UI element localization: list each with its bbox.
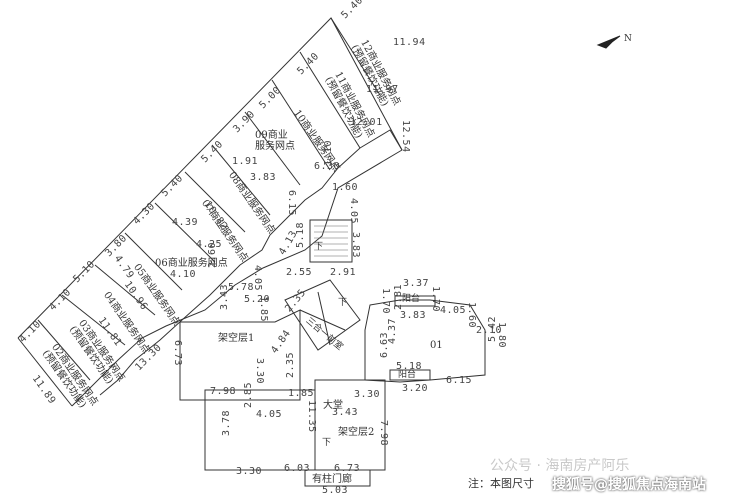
- dim-110: 1.10: [323, 139, 334, 166]
- dim-185-a: 1.85: [258, 296, 269, 323]
- room-pilotis-2: 架空层2: [338, 427, 375, 438]
- dim-170-b: 1.70: [430, 286, 441, 313]
- outer-wall-top: [17, 17, 403, 407]
- dim-1201: 12.01: [350, 117, 383, 128]
- dim-603: 6.03: [284, 463, 311, 474]
- dim-291: 2.91: [330, 267, 357, 278]
- dim-160-b: 1.60: [466, 302, 477, 329]
- stair-down-2: 下: [338, 298, 348, 308]
- dim-383-c: 3.83: [400, 310, 427, 321]
- dim-405-d: 4.05: [256, 409, 283, 420]
- dim-425: 4.25: [196, 239, 223, 250]
- dim-520: 5.20: [244, 294, 271, 305]
- dim-383-b: 3.83: [350, 232, 361, 259]
- watermark-wechat: 公众号 · 海南房产阿乐: [490, 458, 630, 474]
- unit-label-09: 09商业服务网点: [255, 130, 295, 152]
- dim-630: 6.30: [314, 161, 341, 172]
- dim-405-c: 4.05: [440, 305, 467, 316]
- dim-210: 2.10: [476, 325, 503, 336]
- dim-255: 2.55: [286, 267, 313, 278]
- dim-337: 3.37: [403, 278, 430, 289]
- unit-label-06: 06商业服务网点: [155, 258, 228, 269]
- dim-160: 1.60: [332, 182, 359, 193]
- dim-439: 4.39: [172, 217, 199, 228]
- north-arrow: [596, 35, 621, 49]
- dim-343-a: 3.43: [219, 283, 230, 310]
- dim-673-b: 6.73: [334, 463, 361, 474]
- elevator-core: [284, 279, 361, 351]
- pilotis-1-outline: [179, 309, 301, 401]
- plan-note: 注：本图尺寸: [468, 477, 534, 490]
- dim-330-c: 3.30: [236, 466, 263, 477]
- unit-01-outline: [364, 299, 486, 383]
- dim-673-a: 6.73: [172, 340, 183, 367]
- dim-281: 2.81: [393, 283, 404, 310]
- dim-170-a: 1.70: [380, 288, 391, 315]
- room-balcony-top: 阳台: [402, 294, 421, 304]
- dim-503: 5.03: [322, 485, 349, 496]
- room-column-corridor: 有柱门廊: [312, 474, 352, 485]
- room-unit-01: 01: [430, 340, 443, 351]
- watermark-sohu: 搜狐号@搜狐焦点海南站: [552, 477, 706, 493]
- dim-798-b: 7.98: [210, 386, 237, 397]
- dim-343-b: 3.43: [332, 407, 359, 418]
- stair-core: [309, 219, 353, 263]
- stair-down-3: 下: [322, 438, 332, 448]
- dim-1197: 11.97: [366, 84, 399, 95]
- dim-235-b: 2.35: [285, 351, 296, 378]
- dim-191: 1.91: [232, 156, 259, 167]
- dim-285: 2.85: [243, 381, 254, 408]
- dim-1254: 12.54: [400, 120, 411, 153]
- dim-378: 3.78: [221, 409, 232, 436]
- dim-405-a: 4.05: [348, 198, 359, 225]
- dim-320: 3.20: [402, 383, 429, 394]
- dim-615-b: 6.15: [446, 375, 473, 386]
- dim-1194: 11.94: [393, 37, 426, 48]
- dim-798-a: 7.98: [378, 420, 389, 447]
- dim-578: 5.78: [228, 282, 255, 293]
- outer-wall-left: [17, 337, 73, 407]
- room-lobby: 大堂: [323, 400, 343, 411]
- dim-260: 2.60: [207, 241, 218, 268]
- dim-185-b: 1.85: [288, 388, 315, 399]
- dim-405-b: 4.05: [252, 265, 263, 292]
- room-pilotis-1: 架空层1: [218, 333, 255, 344]
- dim-518-b: 5.18: [396, 361, 423, 372]
- stair-down-1: 下: [314, 242, 324, 252]
- dim-1135: 11.35: [306, 400, 317, 433]
- dim-330-b: 3.30: [254, 358, 265, 385]
- dim-518-a: 5.18: [295, 221, 306, 248]
- dim-330-a: 3.30: [354, 389, 381, 400]
- column-corridor-box: [304, 469, 371, 487]
- dim-383-a: 3.83: [250, 172, 277, 183]
- room-balcony-bottom: 阳台: [398, 370, 417, 380]
- dim-615-a: 6.15: [286, 190, 297, 217]
- dim-663: 6.63: [379, 331, 390, 358]
- dim-542: 5.42: [487, 315, 498, 342]
- dim-410: 4.10: [170, 269, 197, 280]
- north-label: N: [624, 34, 632, 44]
